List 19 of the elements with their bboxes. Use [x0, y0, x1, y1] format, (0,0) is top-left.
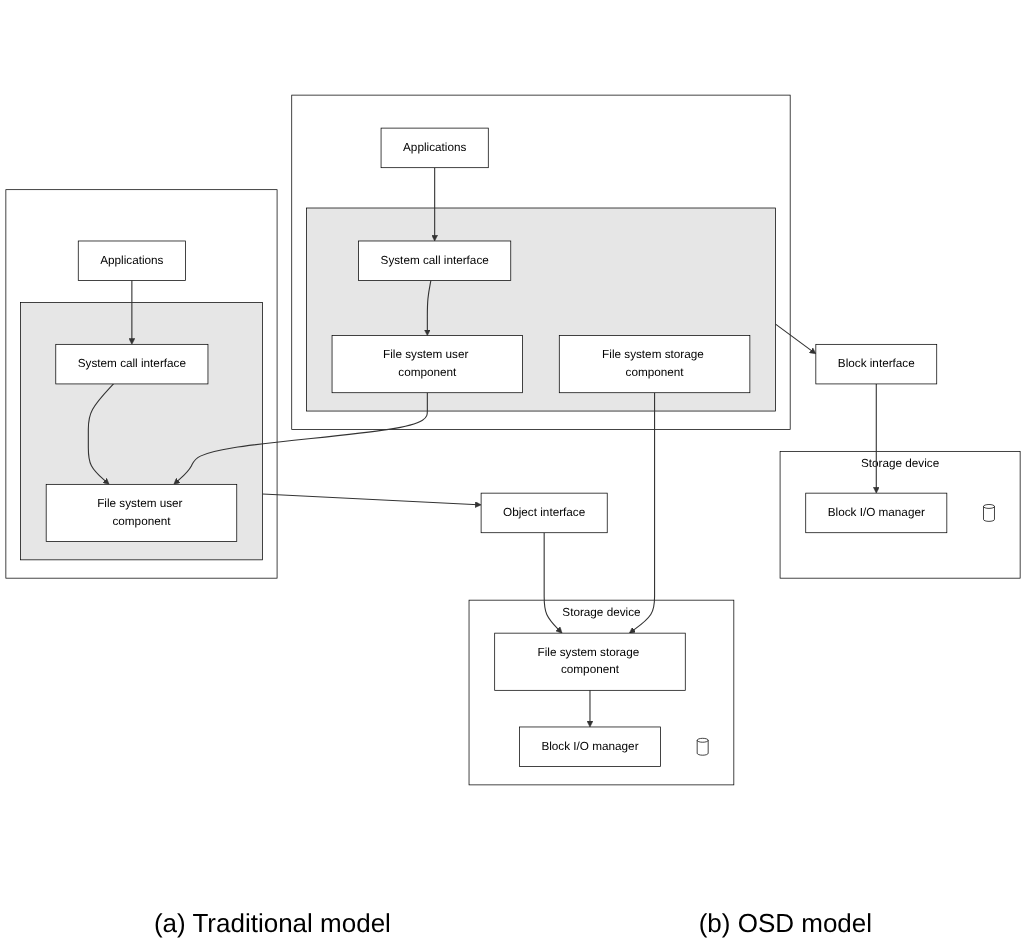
caption-label: (a) Traditional model: [153, 908, 391, 938]
arrow: [629, 392, 656, 634]
caption-label: (b) OSD model: [698, 908, 873, 938]
arrow: [431, 167, 438, 242]
node-cylinder: [696, 737, 709, 756]
arrow: [424, 280, 432, 336]
cluster: [306, 207, 776, 412]
arrow: [87, 383, 115, 485]
cluster: [5, 189, 278, 579]
arrow: [774, 323, 817, 355]
arrow: [586, 689, 594, 728]
arrow: [128, 280, 136, 345]
cluster: [20, 302, 263, 561]
arrow: [873, 383, 880, 494]
cluster: [291, 94, 791, 430]
arrow: [173, 392, 428, 485]
node-cylinder: [983, 504, 995, 522]
arrow: [543, 532, 563, 634]
arrow: [261, 493, 482, 508]
